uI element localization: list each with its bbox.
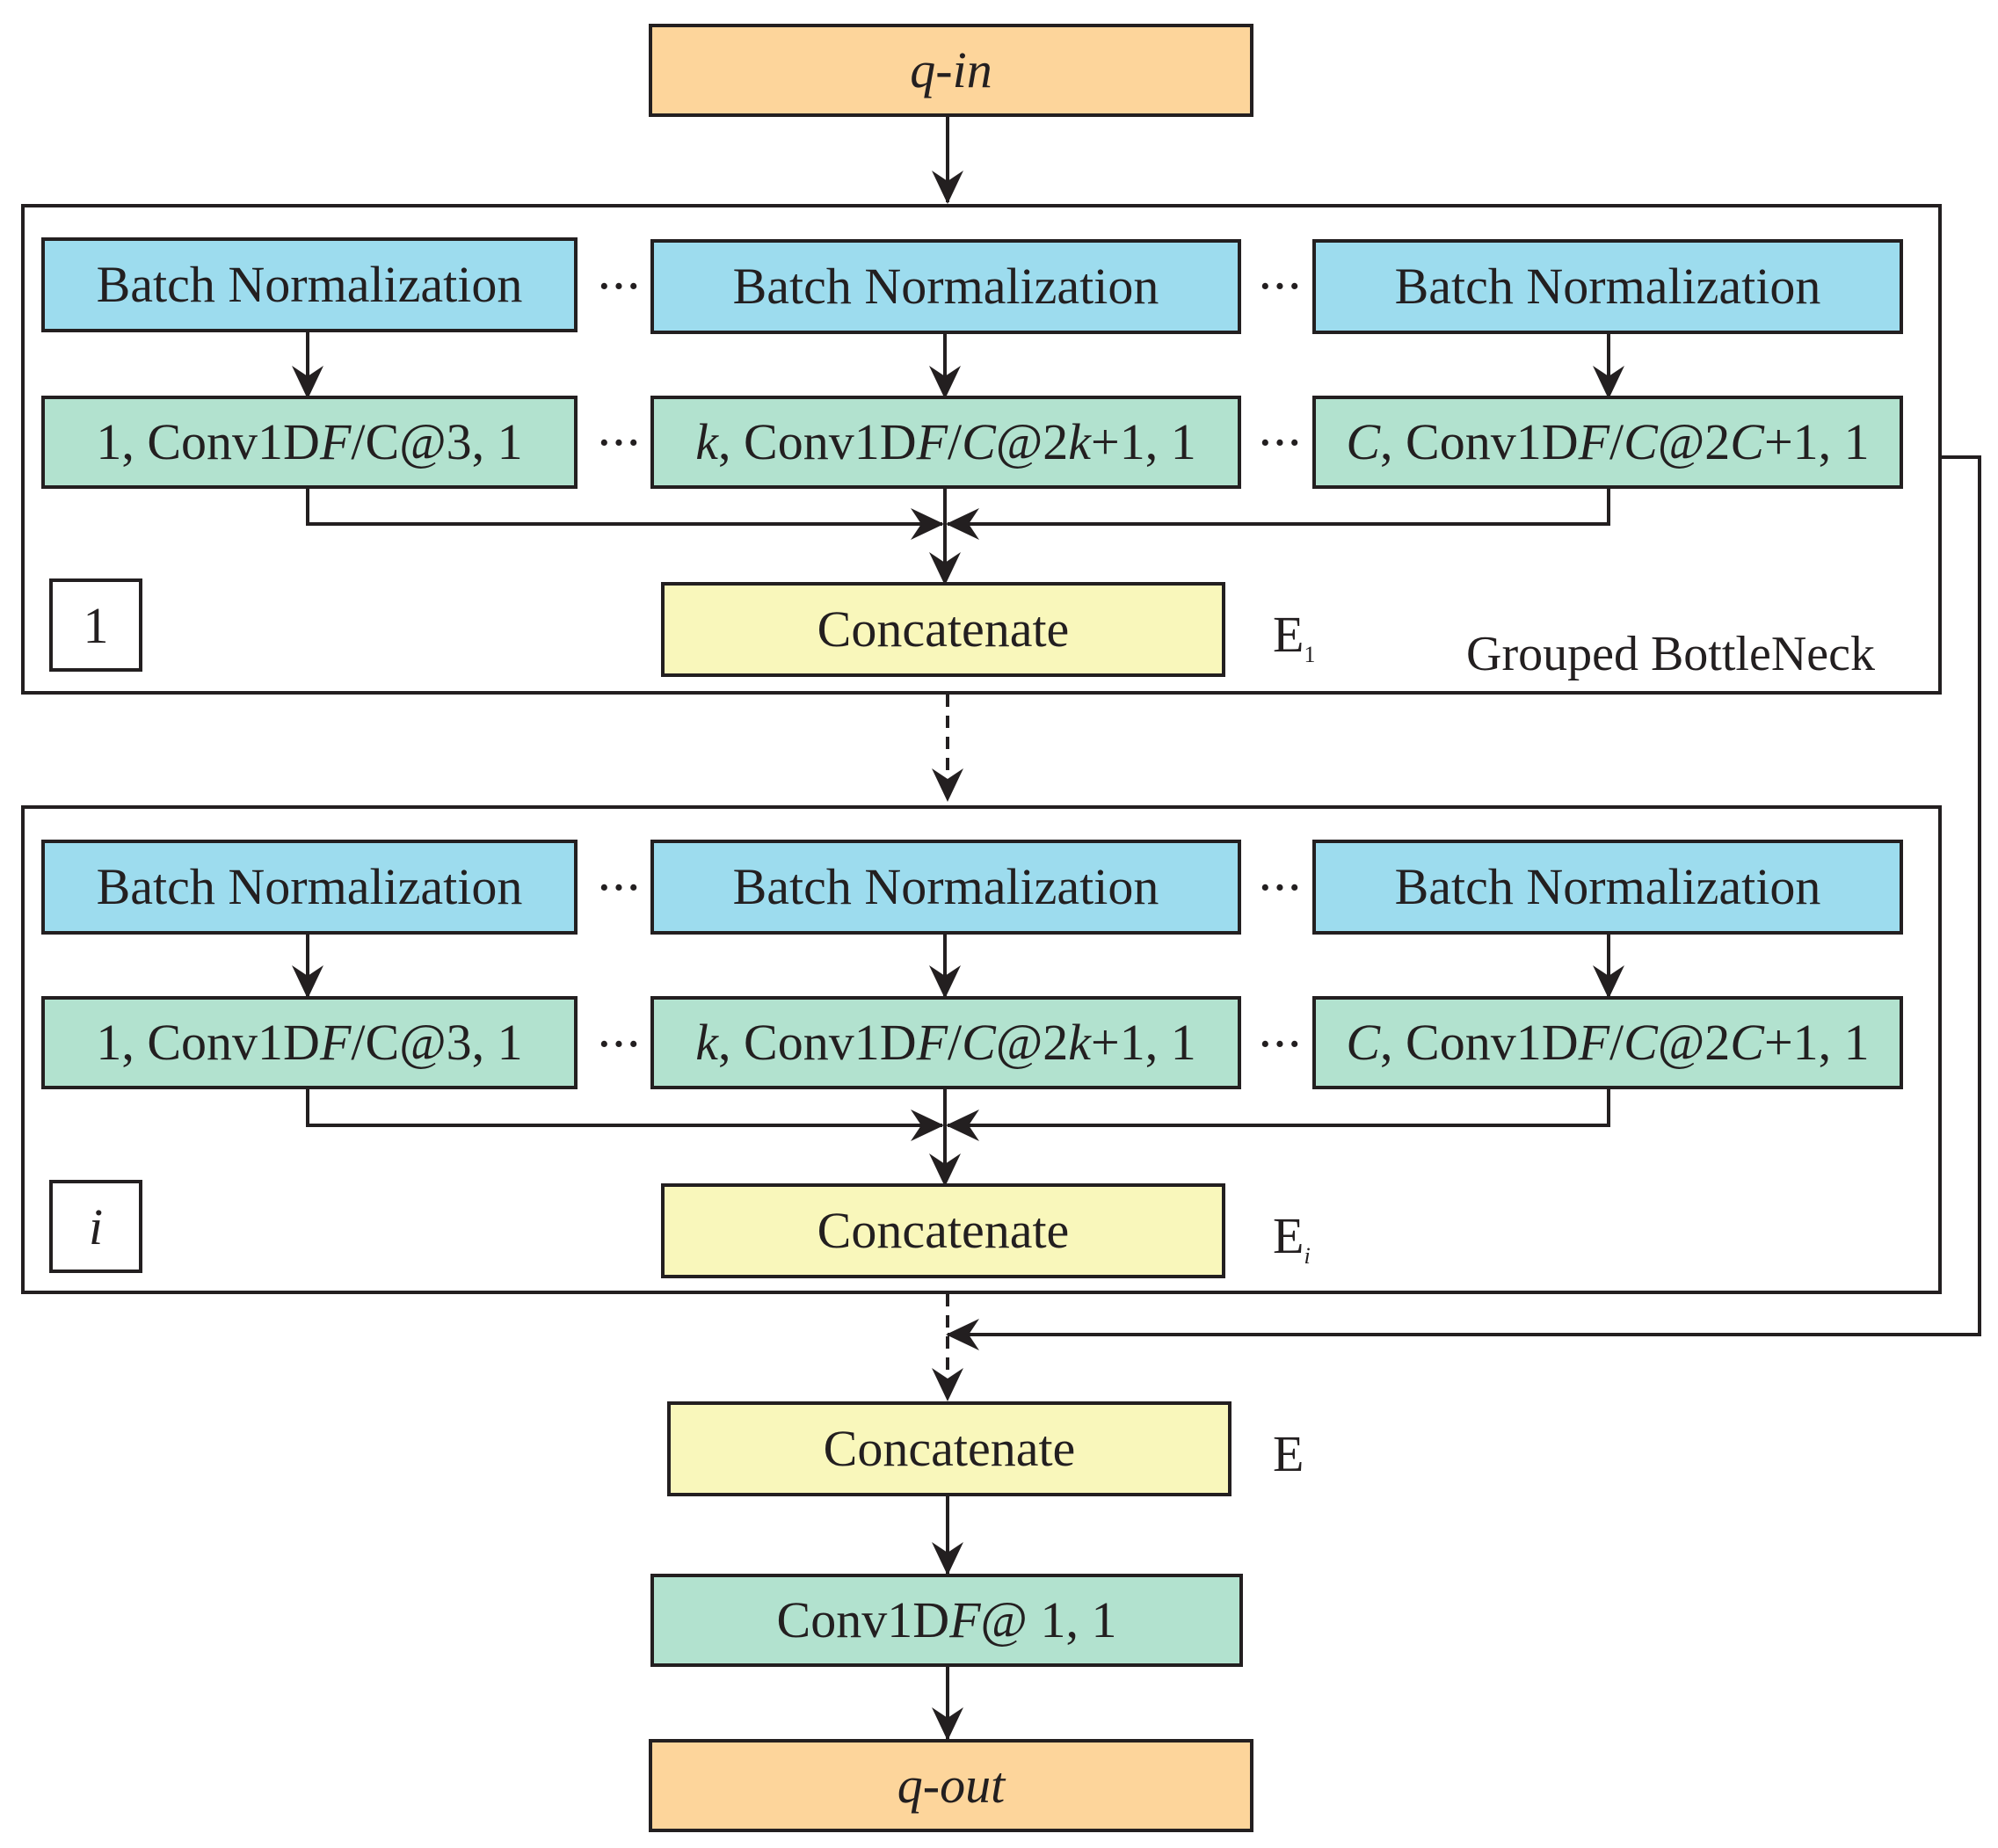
line-b2-conv1-merge — [306, 1088, 944, 1141]
batch-norm-1-1: Batch Normalization — [41, 237, 578, 332]
line-b1-conv1-merge — [306, 487, 944, 540]
ellipsis: ··· — [1259, 421, 1304, 464]
block-index-1: 1 — [49, 578, 142, 672]
batch-norm-1-c: Batch Normalization — [1312, 239, 1903, 334]
ellipsis: ··· — [598, 421, 643, 464]
ellipsis: ··· — [598, 1022, 643, 1066]
e1-label: E1 — [1273, 606, 1316, 667]
line-b1-conv3-merge — [946, 487, 1610, 540]
block-index-i: i — [49, 1180, 142, 1273]
conv1d-1-1: 1, Conv1D F/C@3, 1 — [41, 396, 578, 489]
concatenate-final: Concatenate — [667, 1401, 1231, 1496]
conv1d-final: Conv1D F@ 1, 1 — [650, 1574, 1243, 1667]
batch-norm-1-k: Batch Normalization — [650, 239, 1241, 334]
skip-connection-line — [946, 455, 1981, 1350]
ellipsis: ··· — [1259, 265, 1304, 308]
grouped-bottleneck-block-1 — [21, 204, 1942, 695]
ellipsis: ··· — [598, 866, 643, 909]
concatenate-block-i: Concatenate — [661, 1183, 1225, 1278]
ellipsis: ··· — [1259, 1022, 1304, 1066]
q-in-box: q-in — [649, 24, 1253, 117]
concatenate-block-1: Concatenate — [661, 582, 1225, 677]
grouped-bottleneck-block-i — [21, 805, 1942, 1294]
batch-norm-i-1: Batch Normalization — [41, 840, 578, 935]
ellipsis: ··· — [598, 265, 643, 308]
grouped-bottleneck-label: Grouped BottleNeck — [1466, 627, 1875, 681]
ei-label: Ei — [1273, 1207, 1311, 1269]
line-b2-conv3-merge — [946, 1088, 1610, 1141]
conv1d-i-1: 1, Conv1D F/C@3, 1 — [41, 996, 578, 1089]
q-out-box: q-out — [649, 1739, 1253, 1832]
batch-norm-i-c: Batch Normalization — [1312, 840, 1903, 935]
batch-norm-i-k: Batch Normalization — [650, 840, 1241, 935]
q-out-label: q-out — [897, 1757, 1006, 1814]
q-in-label: q-in — [910, 41, 992, 98]
e-label: E — [1273, 1425, 1304, 1482]
ellipsis: ··· — [1259, 866, 1304, 909]
